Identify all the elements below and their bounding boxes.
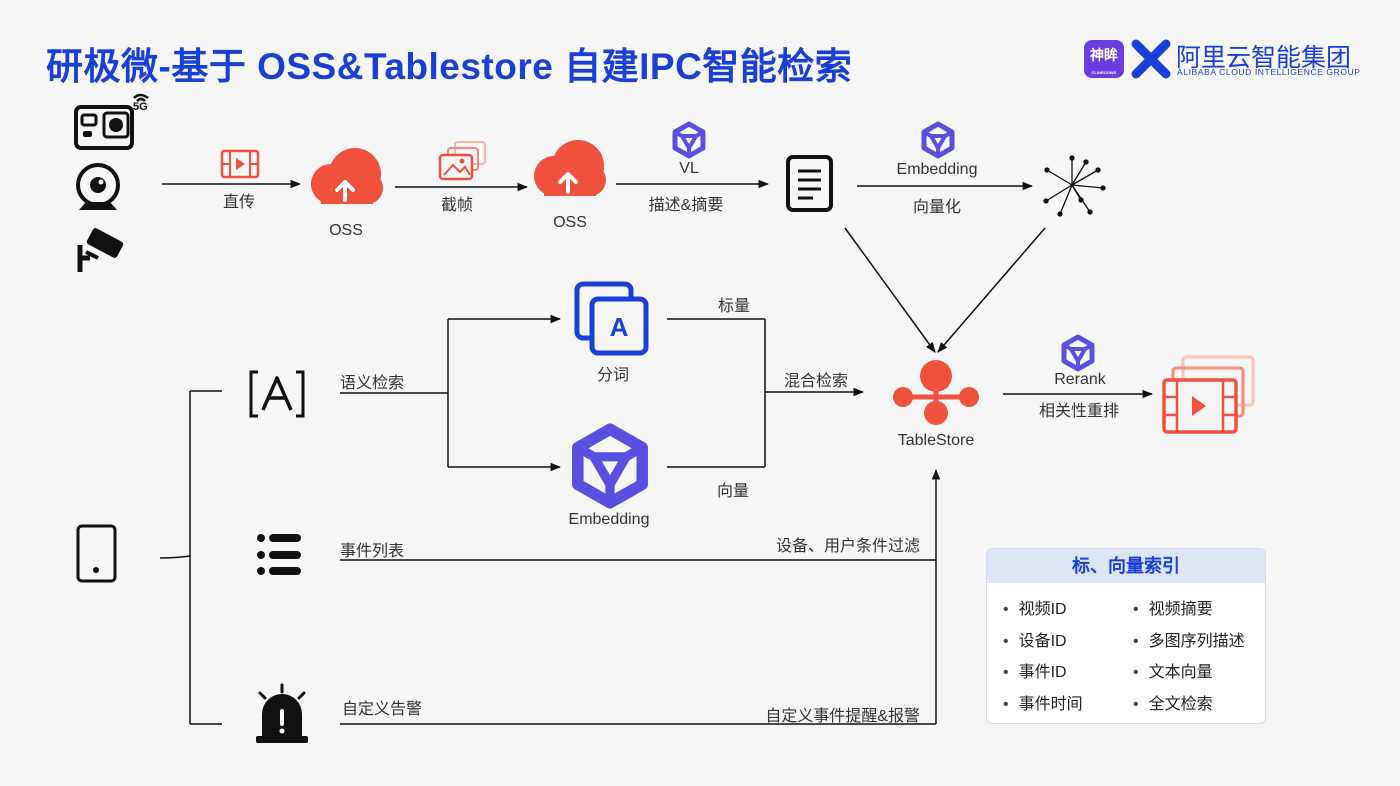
legend-item: 多图序列描述: [1133, 627, 1245, 659]
legend-item: 视频ID: [1003, 595, 1083, 627]
tokenize-icon: A: [574, 281, 649, 356]
semantic-search-label: 语义检索: [340, 375, 405, 392]
arrow-doc-to-tablestore: [844, 227, 936, 353]
film-icon: [220, 149, 260, 179]
cctv-camera-icon: [77, 228, 124, 272]
svg-text:A: A: [610, 312, 629, 342]
webcam-icon: [76, 163, 120, 210]
upload-label: 直传: [222, 194, 256, 211]
arrow-vector-to-tablestore: [937, 227, 1046, 353]
oss-label: OSS: [553, 214, 587, 231]
legend-item: 事件时间: [1003, 690, 1083, 722]
alibaba-cloud-logo-icon: [1131, 39, 1171, 79]
legend-item: 事件ID: [1003, 658, 1083, 690]
action-camera-icon: 5G: [74, 93, 149, 150]
frame-capture-label: 截帧: [440, 197, 474, 214]
tablestore-icon: [893, 360, 979, 425]
legend-item: 文本向量: [1133, 658, 1245, 690]
custom-alert-label: 自定义告警: [342, 701, 423, 718]
relevance-rerank-label: 相关性重排: [1038, 403, 1120, 420]
legend-right-column: 视频摘要 多图序列描述 文本向量 全文检索: [1133, 595, 1245, 721]
hybrid-search-label: 混合检索: [783, 373, 849, 390]
rerank-label: Rerank: [1054, 371, 1106, 388]
alarm-siren-icon: [256, 683, 308, 743]
scalar-label: 标量: [717, 298, 751, 315]
camera-badge-text: 5G: [133, 101, 148, 113]
legend-left-column: 视频ID 设备ID 事件ID 事件时间: [1003, 595, 1083, 721]
vector-label: 向量: [716, 483, 750, 500]
vector-space-icon: [1043, 155, 1106, 217]
oss-cloud-icon: [309, 146, 385, 206]
qwen-model-icon: [1064, 337, 1092, 369]
brand-name: 阿里云智能集团: [1176, 44, 1352, 72]
tokenize-label: 分词: [596, 367, 630, 384]
branch-brace: [159, 390, 222, 725]
vectorize-label: 向量化: [912, 199, 962, 216]
qwen-model-icon: [675, 124, 703, 156]
document-icon: [786, 155, 833, 212]
vl-task-label: 描述&摘要: [648, 197, 724, 214]
index-legend: 标、向量索引 视频ID 设备ID 事件ID 事件时间 视频摘要 多图序列描述 文…: [986, 548, 1266, 724]
embedding-model-label: Embedding: [896, 161, 978, 178]
semantic-search-icon: [249, 370, 305, 418]
embedding-label: Embedding: [568, 511, 650, 528]
legend-title: 标、向量索引: [987, 549, 1265, 583]
mobile-phone-icon: [76, 524, 117, 583]
tablestore-label: TableStore: [897, 432, 975, 449]
shenmou-logo-text: 神眸: [1090, 47, 1118, 63]
brand-subtitle: ALIBABA CLOUD INTELLIGENCE GROUP: [1177, 67, 1361, 77]
image-frames-icon: [438, 141, 486, 181]
legend-item: 设备ID: [1003, 627, 1083, 659]
legend-item: 视频摘要: [1133, 595, 1245, 627]
custom-event-label: 自定义事件提醒&报警: [765, 708, 920, 725]
embedding-model-icon: [578, 429, 642, 503]
video-results-icon: [1162, 355, 1255, 434]
list-icon: [257, 534, 301, 575]
page-title: 研极微-基于 OSS&Tablestore 自建IPC智能检索: [46, 46, 853, 87]
filter-label: 设备、用户条件过滤: [775, 538, 920, 555]
event-list-label: 事件列表: [340, 543, 405, 560]
legend-item: 全文检索: [1133, 690, 1245, 722]
qwen-model-icon: [924, 124, 952, 156]
shenmou-logo-subtext: CLINROOWS: [1091, 70, 1117, 75]
oss-label: OSS: [329, 222, 363, 239]
vl-model-label: VL: [679, 160, 699, 177]
oss-cloud-icon: [532, 138, 608, 198]
shenmou-logo: 神眸 CLINROOWS: [1084, 40, 1124, 78]
